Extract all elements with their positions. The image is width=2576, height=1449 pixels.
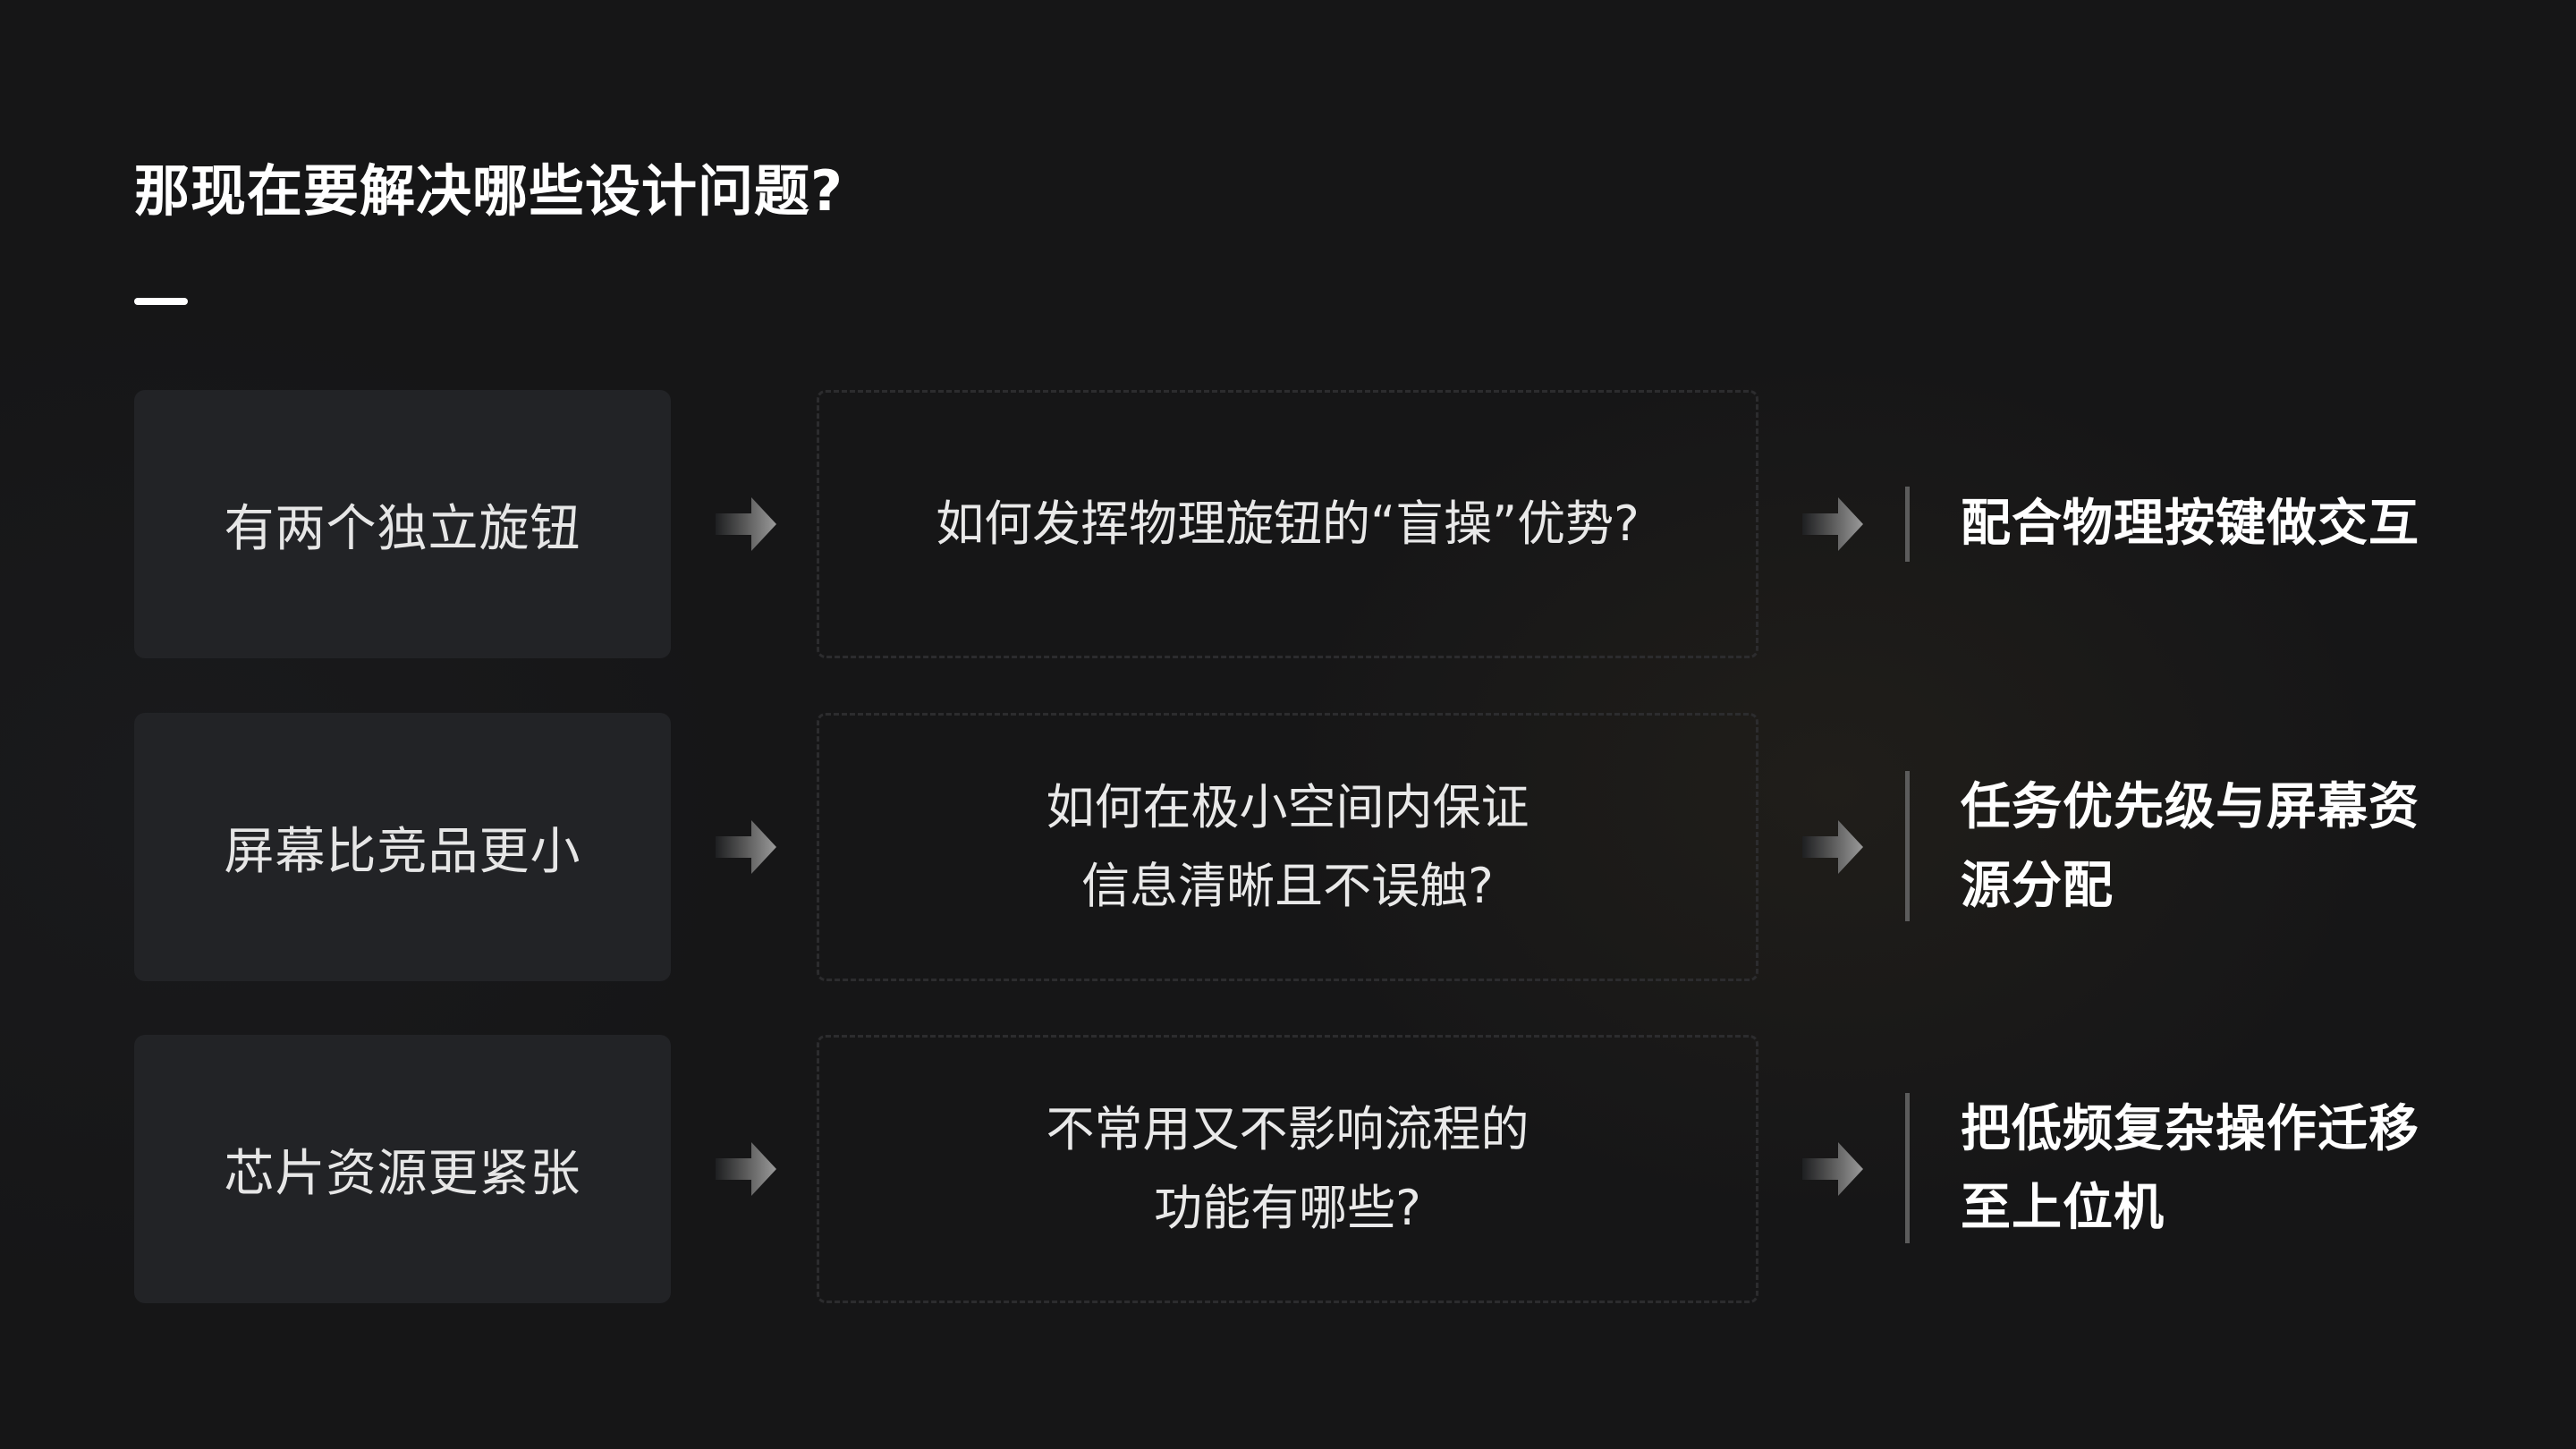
row-2: 屏幕比竞品更小 如何在极小空间内保证 信息清晰且不误触? 任务优先级与屏幕资 源… (0, 713, 2576, 981)
problem-card: 芯片资源更紧张 (134, 1035, 671, 1303)
title-underline (134, 298, 188, 305)
question-text: 如何发挥物理旋钮的“盲操”优势? (936, 496, 1640, 552)
solution-text: 任务优先级与屏幕资 源分配 (1961, 778, 2419, 915)
question-text: 不常用又不影响流程的 功能有哪些? (1046, 1101, 1530, 1236)
problem-text: 屏幕比竞品更小 (224, 822, 581, 881)
question-card: 不常用又不影响流程的 功能有哪些? (817, 1035, 1758, 1303)
problem-card: 有两个独立旋钮 (134, 390, 671, 658)
question-text: 如何在极小空间内保证 信息清晰且不误触? (1046, 779, 1530, 914)
row-1: 有两个独立旋钮 如何发挥物理旋钮的“盲操”优势? 配合物理按键做交互 (0, 390, 2576, 658)
arrow-right-icon (716, 820, 776, 874)
arrow-right-icon (716, 497, 776, 551)
problem-text: 芯片资源更紧张 (224, 1144, 581, 1203)
problem-text: 有两个独立旋钮 (224, 499, 581, 558)
arrow-right-icon (716, 1142, 776, 1196)
arrow-right-icon (1802, 497, 1863, 551)
solution-divider (1905, 487, 1910, 562)
solution-divider (1905, 1093, 1910, 1243)
question-card: 如何在极小空间内保证 信息清晰且不误触? (817, 713, 1758, 981)
page-title: 那现在要解决哪些设计问题? (134, 158, 843, 224)
solution-divider (1905, 771, 1910, 921)
solution-text: 把低频复杂操作迁移 至上位机 (1961, 1100, 2419, 1237)
question-card: 如何发挥物理旋钮的“盲操”优势? (817, 390, 1758, 658)
arrow-right-icon (1802, 820, 1863, 874)
row-3: 芯片资源更紧张 不常用又不影响流程的 功能有哪些? 把低频复杂操作迁移 至上位机 (0, 1035, 2576, 1303)
problem-card: 屏幕比竞品更小 (134, 713, 671, 981)
solution-text: 配合物理按键做交互 (1961, 495, 2419, 553)
arrow-right-icon (1802, 1142, 1863, 1196)
